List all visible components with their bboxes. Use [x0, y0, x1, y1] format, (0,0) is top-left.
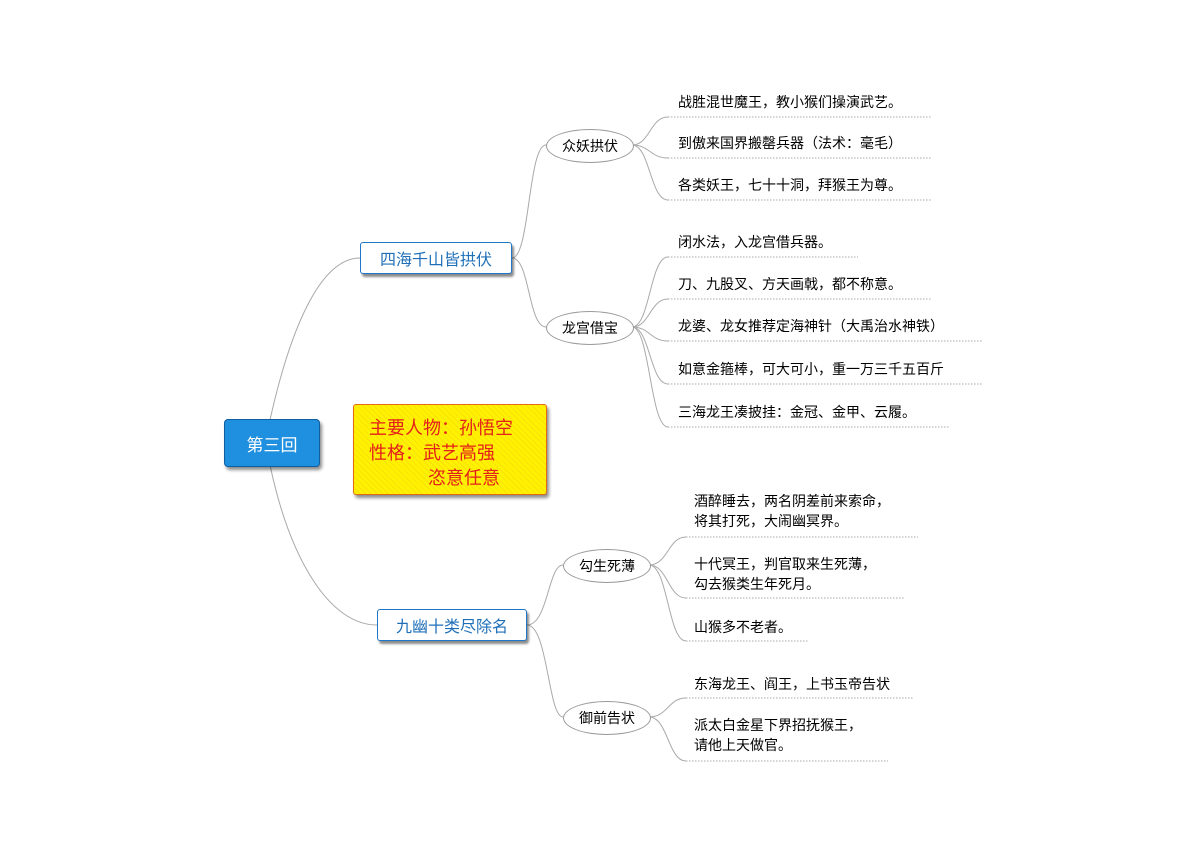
topic-sihai-qianshan[interactable]: 四海千山皆拱伏: [360, 242, 512, 274]
topic-label: 九幽十类尽除名: [395, 617, 508, 636]
subtopic-label: 龙宫借宝: [562, 321, 618, 337]
leaf-line: 派太白金星下界招抚猴王，: [694, 718, 862, 734]
leaf-item[interactable]: 三海龙王凑披挂：金冠、金甲、云履。: [678, 405, 916, 421]
leaf-item[interactable]: 闭水法，入龙宫借兵器。: [678, 235, 832, 251]
central-topic[interactable]: 第三回: [224, 419, 320, 467]
leaf-line: 将其打死，大闹幽冥界。: [694, 514, 848, 530]
leaf-item[interactable]: 龙婆、龙女推荐定海神针（大禹治水神铁）: [678, 319, 944, 335]
leaf-item[interactable]: 各类妖王，七十十洞，拜猴王为尊。: [678, 178, 902, 194]
leaf-line: 勾去猴类生年死月。: [694, 577, 820, 593]
subtopic-label: 御前告状: [579, 711, 635, 727]
leaf-item[interactable]: 战胜混世魔王，教小猴们操演武艺。: [678, 95, 902, 111]
leaf-item[interactable]: 派太白金星下界招抚猴王， 请他上天做官。: [694, 716, 862, 756]
topic-jiuyou-shilei[interactable]: 九幽十类尽除名: [377, 609, 527, 641]
subtopic-gou-shengsibo[interactable]: 勾生死薄: [563, 549, 651, 583]
leaf-line: 酒醉睡去，两名阴差前来索命，: [694, 494, 890, 510]
leaf-line: 请他上天做官。: [694, 738, 792, 754]
subtopic-longgong-jiebao[interactable]: 龙宫借宝: [546, 311, 634, 345]
subtopic-zhongyao-gongfu[interactable]: 众妖拱伏: [546, 129, 634, 163]
subtopic-label: 勾生死薄: [579, 559, 635, 575]
note-line-character: 主要人物：孙悟空: [369, 418, 513, 439]
leaf-line: 十代冥王，判官取来生死薄，: [694, 557, 876, 573]
leaf-item[interactable]: 到傲来国界搬罄兵器（法术：毫毛）: [678, 136, 902, 152]
leaf-item[interactable]: 刀、九股叉、方天画戟，都不称意。: [678, 277, 902, 293]
subtopic-yuqian-gaozhuang[interactable]: 御前告状: [563, 701, 651, 735]
note-line-personality-2: 恣意任意: [428, 468, 500, 489]
leaf-item[interactable]: 酒醉睡去，两名阴差前来索命， 将其打死，大闹幽冥界。: [694, 492, 890, 532]
subtopic-label: 众妖拱伏: [562, 139, 618, 155]
leaf-line: 东海龙王、阎王，上书玉帝告状: [694, 677, 890, 693]
leaf-line: 山猴多不老者。: [694, 620, 792, 636]
topic-label: 四海千山皆拱伏: [379, 250, 492, 269]
note-line-personality: 性格：武艺高强: [369, 443, 495, 464]
leaf-item[interactable]: 东海龙王、阎王，上书玉帝告状: [694, 675, 890, 695]
central-topic-label: 第三回: [246, 435, 298, 456]
leaf-item[interactable]: 十代冥王，判官取来生死薄， 勾去猴类生年死月。: [694, 555, 876, 595]
leaf-item[interactable]: 如意金箍棒，可大可小，重一万三千五百斤: [678, 362, 944, 378]
leaf-item[interactable]: 山猴多不老者。: [694, 618, 792, 638]
character-note[interactable]: 主要人物：孙悟空 性格：武艺高强 恣意任意: [353, 404, 547, 495]
